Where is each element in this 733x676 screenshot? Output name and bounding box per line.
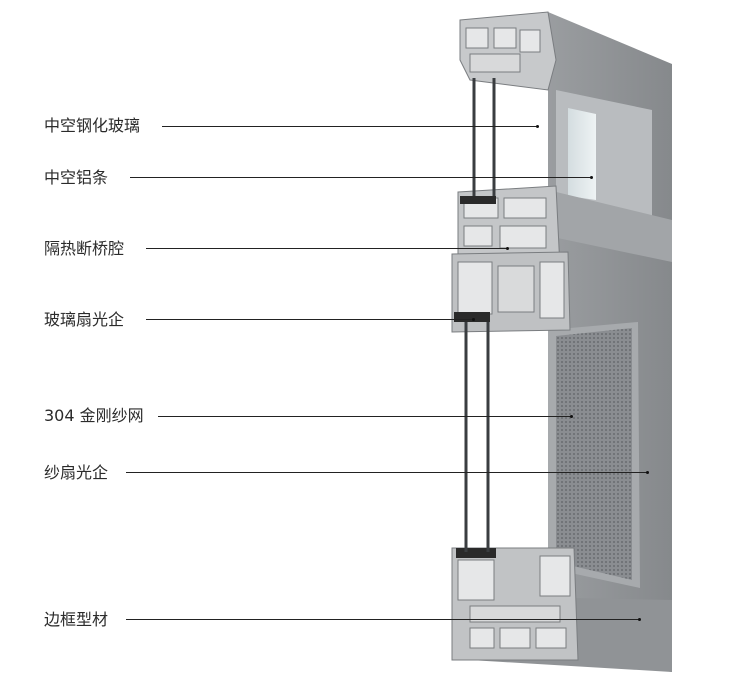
leader-dot-thermal-break-cavity [506, 247, 509, 250]
leader-screen-sash-guangqi [126, 472, 648, 473]
leader-king-kong-screen [158, 416, 572, 417]
leader-dot-hollow-aluminum-spacer [590, 176, 593, 179]
leader-glass-sash-guangqi [146, 319, 474, 320]
insulated-glass-panes [464, 78, 496, 552]
upper-glass-pane [568, 108, 596, 200]
leader-dot-hollow-tempered-glass [536, 125, 539, 128]
leader-hollow-tempered-glass [162, 126, 538, 127]
callout-king-kong-screen: 304 金刚纱网 [44, 406, 144, 425]
leader-frame-profile [126, 619, 640, 620]
callout-screen-sash-guangqi: 纱扇光企 [44, 463, 109, 482]
leader-dot-screen-sash-guangqi [646, 471, 649, 474]
leader-dot-frame-profile [638, 618, 641, 621]
callout-thermal-break-cavity: 隔热断桥腔 [44, 239, 125, 258]
section-bottom-profile [451, 547, 579, 661]
leader-dot-king-kong-screen [570, 415, 573, 418]
leader-thermal-break-cavity [146, 248, 508, 249]
screen-mesh-panel [556, 328, 632, 580]
callout-hollow-aluminum-spacer: 中空铝条 [44, 168, 109, 187]
leader-hollow-aluminum-spacer [130, 177, 592, 178]
callout-glass-sash-guangqi: 玻璃扇光企 [44, 310, 125, 329]
transom-top-face [548, 190, 672, 262]
callout-hollow-tempered-glass: 中空钢化玻璃 [44, 116, 141, 135]
section-top-profile [459, 11, 557, 91]
callout-frame-profile: 边框型材 [44, 610, 109, 629]
section-sash-profile [451, 251, 571, 333]
leader-dot-glass-sash-guangqi [472, 318, 475, 321]
